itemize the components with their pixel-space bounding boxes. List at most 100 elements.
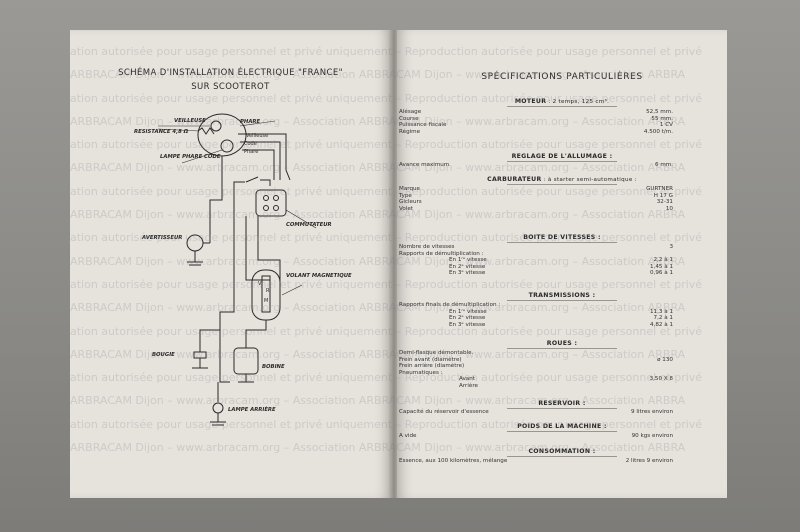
section-heading-note: : 2 temps, 125 cm³. bbox=[546, 99, 610, 105]
spec-row: Avant 3,50 X 8 bbox=[397, 376, 727, 384]
resistance bbox=[197, 127, 215, 135]
spec-row: En 3ᵉ vitesse 0,96 à 1 bbox=[397, 270, 727, 278]
spec-value: 55 mm. bbox=[651, 115, 673, 122]
spec-label: Pneumatiques : bbox=[399, 369, 443, 376]
spec-label: Alésage bbox=[399, 109, 422, 115]
horn bbox=[186, 234, 204, 252]
section-divider bbox=[507, 300, 617, 301]
spec-label: Nombre de vitesses bbox=[399, 244, 455, 250]
spec-label: En 3ᵉ vitesse bbox=[449, 270, 486, 277]
spec-value: 2 litres 9 environ bbox=[625, 458, 673, 464]
spec-label: A vide bbox=[399, 433, 417, 439]
spec-value: 3,50 X 8 bbox=[649, 376, 673, 383]
label-bobine: BOBINE bbox=[262, 364, 285, 370]
spec-row: Avance maximum 6 mm. bbox=[397, 162, 727, 170]
label-v: V bbox=[258, 281, 262, 287]
section-heading-text: MOTEUR bbox=[514, 98, 547, 105]
spec-row: Rapports de démultiplication : bbox=[397, 251, 727, 259]
spec-label: En 1ʳᵉ vitesse bbox=[449, 257, 487, 264]
spec-label: Gicleurs bbox=[399, 199, 422, 206]
label-commutateur: COMMUTATEUR bbox=[286, 222, 332, 228]
spec-label: Course bbox=[399, 115, 419, 122]
spec-value: 10 bbox=[665, 205, 673, 212]
spec-label: Capacité du réservoir d'essence bbox=[399, 409, 489, 415]
label-m: M bbox=[264, 298, 268, 304]
spec-value: 2,2 à 1 bbox=[653, 257, 673, 264]
schema-title: SCHÉMA D'INSTALLATION ÉLECTRIQUE "FRANCE… bbox=[118, 68, 343, 78]
section-heading-text: BOITE DE VITESSES : bbox=[523, 234, 601, 241]
spec-value: 4.500 t/m. bbox=[643, 128, 673, 135]
section-heading-moteur: MOTEUR : 2 temps, 125 cm³. bbox=[397, 98, 727, 105]
spec-label: Avance maximum bbox=[399, 162, 450, 168]
section-divider bbox=[507, 408, 617, 409]
label-bougie: BOUGIE bbox=[152, 352, 175, 358]
section-divider bbox=[507, 161, 617, 162]
book-spine bbox=[389, 30, 399, 498]
label-lampe-arriere: LAMPE ARRIÈRE bbox=[228, 406, 276, 413]
spec-label: En 2ᵉ vitesse bbox=[449, 263, 486, 270]
left-page: SCHÉMA D'INSTALLATION ÉLECTRIQUE "FRANCE… bbox=[70, 30, 391, 498]
label-veilleuse: VEILLEUSE bbox=[174, 118, 206, 124]
section-heading-roues: ROUES : bbox=[397, 340, 727, 347]
spec-label: En 2ᵉ vitesse bbox=[449, 315, 486, 322]
section-divider bbox=[507, 242, 617, 243]
wiring-diagram: VEILLEUSE PHARE RESISTANCE 4,8 Ω Veilleu… bbox=[134, 113, 352, 426]
spec-label: Avant bbox=[459, 376, 475, 383]
spec-label: Frein avant (diamètre) bbox=[399, 356, 462, 363]
spec-value: 90 kgs environ bbox=[631, 433, 673, 439]
section-heading-transmissions: TRANSMISSIONS : bbox=[397, 292, 727, 299]
spec-value: 6 mm. bbox=[654, 162, 673, 168]
spec-label: Type bbox=[399, 192, 412, 199]
section-heading-carburateur: CARBURATEUR : à starter semi-automatique… bbox=[397, 176, 727, 183]
section-divider bbox=[507, 456, 617, 457]
section-heading-text: RESERVOIR : bbox=[538, 400, 586, 407]
spec-row: Frein arrière (diamètre) bbox=[397, 363, 727, 371]
spec-value: 11,3 à 1 bbox=[650, 308, 673, 315]
schema-subtitle: SUR SCOOTEROT bbox=[191, 82, 270, 92]
spec-label: Essence, aux 100 kilomètres, mélange bbox=[399, 458, 508, 464]
spec-label: En 1ʳᵉ vitesse bbox=[449, 308, 487, 315]
spec-value: 1,45 à 1 bbox=[650, 263, 673, 270]
spec-row: Type H 17 G bbox=[397, 193, 727, 201]
ignition-coil bbox=[233, 347, 259, 375]
spec-row: Arrière bbox=[397, 383, 727, 391]
section-heading-text: CONSOMMATION : bbox=[528, 448, 596, 455]
spec-row: En 2ᵉ vitesse 1,45 à 1 bbox=[397, 264, 727, 272]
label-volant-magnetique: VOLANT MAGNETIQUE bbox=[286, 273, 352, 279]
spec-value: GURTNER bbox=[646, 186, 673, 192]
label-resistance: RESISTANCE 4,8 Ω bbox=[134, 129, 189, 135]
commutator bbox=[255, 189, 287, 217]
section-divider bbox=[507, 348, 617, 349]
spec-value: 0,96 à 1 bbox=[650, 270, 673, 277]
section-divider bbox=[507, 431, 617, 432]
section-heading-text: ROUES : bbox=[546, 340, 578, 347]
spec-row: Course 55 mm. bbox=[397, 116, 727, 124]
section-heading-reservoir: RESERVOIR : bbox=[397, 400, 727, 407]
spec-value: H 17 G bbox=[653, 192, 673, 199]
right-page: SPÉCIFICATIONS PARTICULIÈRES MOTEUR : 2 … bbox=[397, 30, 727, 498]
spec-label: Volet bbox=[399, 205, 414, 212]
spec-label: Frein arrière (diamètre) bbox=[399, 363, 465, 370]
spec-label: Arrière bbox=[459, 383, 478, 389]
section-heading-note: : à starter semi-automatique : bbox=[541, 177, 637, 183]
spec-row: Pneumatiques : bbox=[397, 370, 727, 378]
section-heading-consommation: CONSOMMATION : bbox=[397, 448, 727, 455]
label-lampe-phare-code: LAMPE PHARE CODE bbox=[160, 154, 221, 160]
label-code: Code bbox=[244, 141, 257, 147]
lamp-veilleuse bbox=[210, 120, 222, 132]
spec-label: Rapports de démultiplication : bbox=[399, 250, 484, 257]
section-heading-text: CARBURATEUR bbox=[487, 176, 542, 183]
spec-value: 4,82 à 1 bbox=[650, 321, 673, 328]
spec-value: 1 CV bbox=[659, 122, 673, 129]
spec-row: A vide 90 kgs environ bbox=[397, 433, 727, 441]
section-divider bbox=[507, 184, 617, 185]
rear-lamp bbox=[212, 402, 224, 414]
